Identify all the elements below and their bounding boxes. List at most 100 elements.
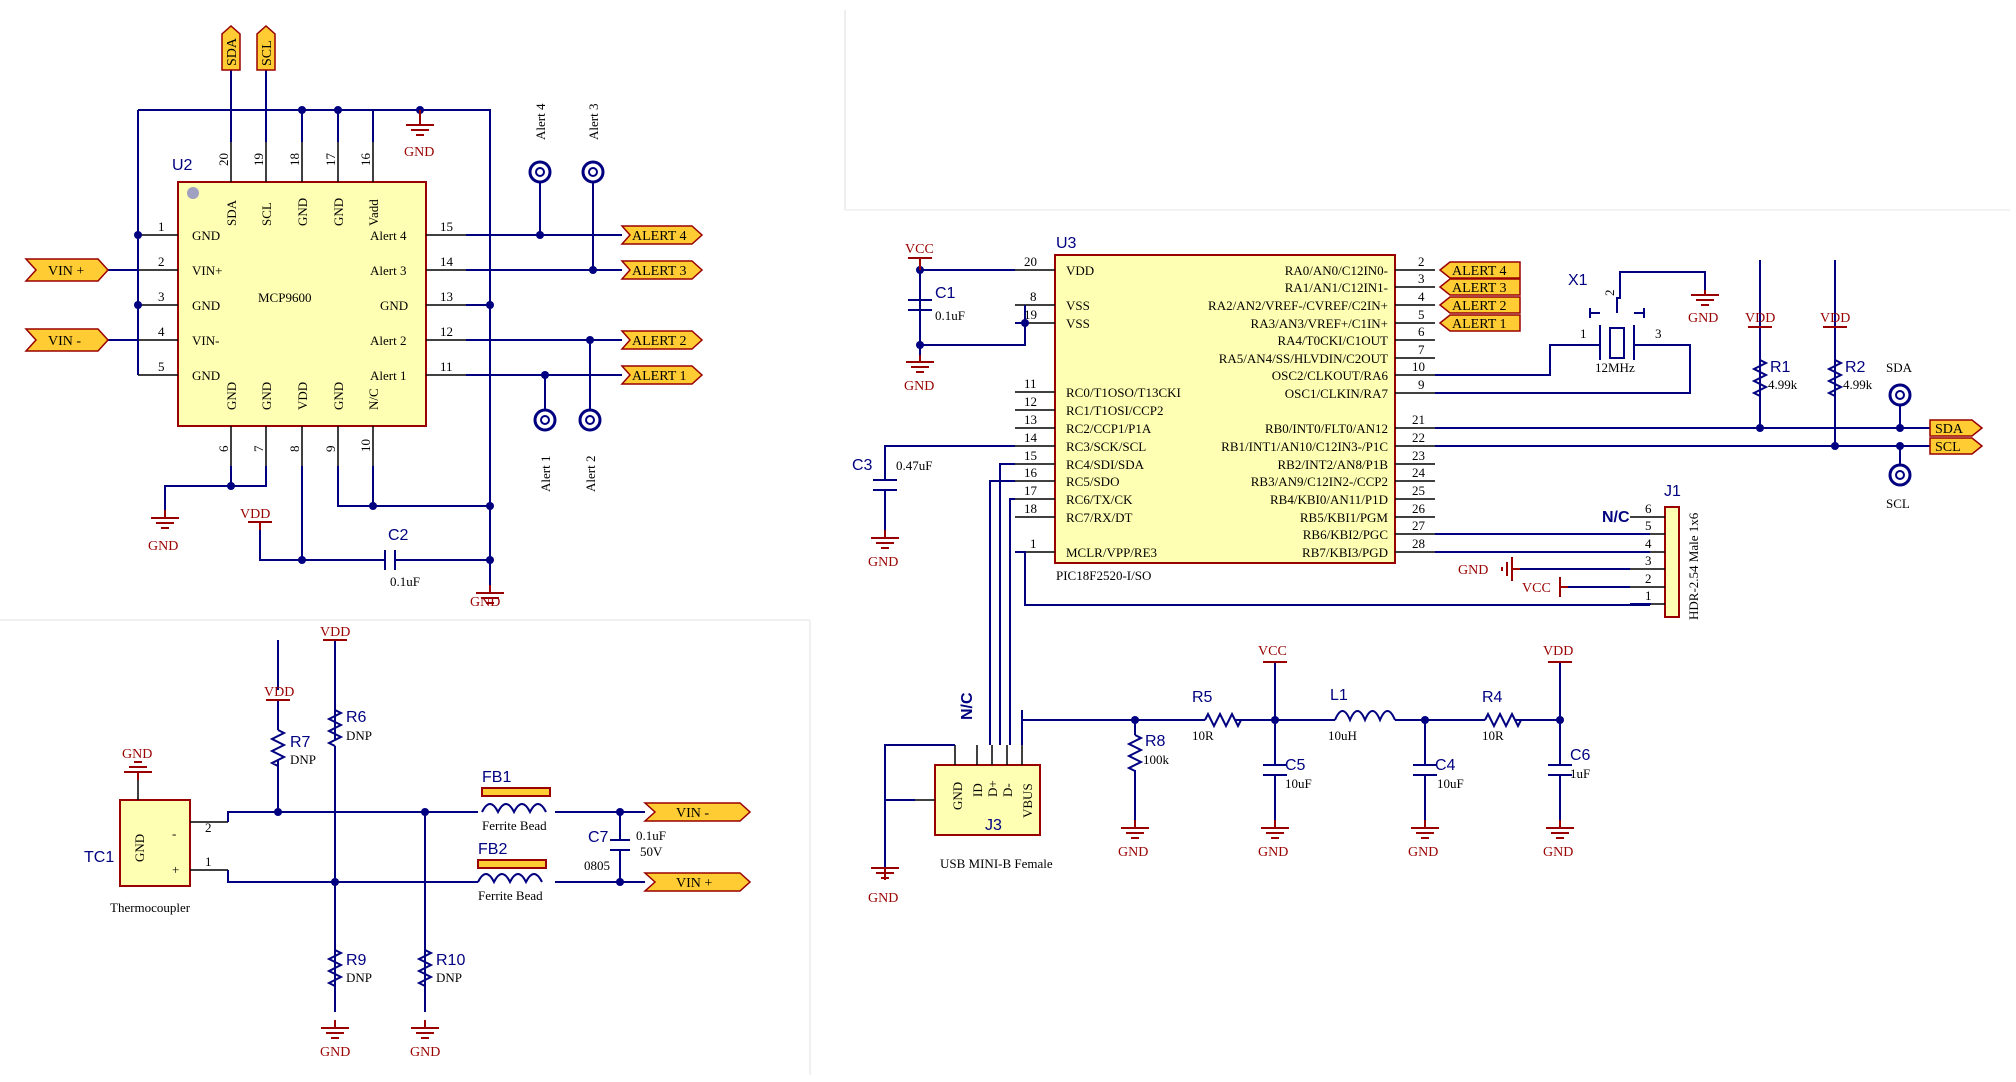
testpoint-scl: SCL [1886, 463, 1912, 511]
u3-body [1054, 254, 1396, 564]
port-scl-u3: SCL [1929, 437, 1984, 455]
svg-text:17: 17 [1024, 483, 1038, 498]
svg-text:RB1/INT1/AN10/C12IN3-/P1C: RB1/INT1/AN10/C12IN3-/P1C [1221, 439, 1388, 454]
svg-text:RA4/T0CKI/C1OUT: RA4/T0CKI/C1OUT [1278, 333, 1389, 348]
svg-text:14: 14 [1024, 430, 1038, 445]
j3-wires [884, 719, 1135, 880]
svg-text:VDD: VDD [264, 685, 294, 700]
svg-text:D-: D- [1000, 783, 1015, 797]
port-vin-plus-u2: VIN + [24, 258, 110, 282]
svg-text:RA3/AN3/VREF+/C1IN+: RA3/AN3/VREF+/C1IN+ [1251, 316, 1388, 331]
u2-pin13-num: 13 [440, 289, 453, 304]
svg-text:DNP: DNP [346, 728, 372, 743]
u3-junctions [916, 266, 1904, 450]
u2-pin18-num: 18 [287, 153, 302, 166]
svg-text:SCL: SCL [1886, 496, 1910, 511]
svg-text:1: 1 [1645, 588, 1652, 603]
svg-text:1: 1 [1030, 536, 1037, 551]
u2-pin19-num: 19 [251, 153, 266, 166]
svg-text:RC3/SCK/SCL: RC3/SCK/SCL [1066, 439, 1146, 454]
u2-pin4-num: 4 [158, 324, 165, 339]
gnd-u2-top: GND [404, 110, 434, 160]
u2-pin-vadd: Vadd [366, 199, 381, 226]
svg-text:C6: C6 [1570, 747, 1591, 764]
svg-text:-: - [172, 826, 176, 841]
u2-pin-alert3: Alert 3 [370, 263, 406, 278]
svg-text:DNP: DNP [346, 970, 372, 985]
svg-text:GND: GND [132, 834, 147, 862]
tc1-thermocouple: TC1 Thermocoupler GND - + 2 1 [84, 780, 228, 915]
u2-pin-scl: SCL [259, 202, 274, 226]
gnd-c1: GND [904, 345, 934, 394]
svg-text:VCC: VCC [1258, 644, 1287, 659]
svg-text:2: 2 [1418, 254, 1425, 269]
u2-pin-gnd7: GND [259, 382, 274, 410]
svg-text:FB1: FB1 [482, 769, 511, 786]
filter-junctions [1131, 716, 1564, 724]
svg-text:1: 1 [205, 854, 212, 869]
u2-pin3-num: 3 [158, 289, 165, 304]
svg-text:VIN +: VIN + [676, 876, 712, 891]
usb-j3: GND ID D+ D- VBUS J3 USB MINI-B Female N… [915, 692, 1053, 871]
svg-text:TC1: TC1 [84, 849, 114, 866]
svg-text:3: 3 [1418, 271, 1425, 286]
port-alert3-u2: ALERT 3 [620, 260, 704, 280]
svg-text:J1: J1 [1664, 483, 1681, 500]
svg-text:5: 5 [1418, 307, 1425, 322]
u2-pin-sda: SDA [224, 199, 239, 226]
svg-text:GND: GND [1258, 845, 1288, 860]
svg-text:GND: GND [1458, 563, 1488, 578]
svg-text:Alert 3: Alert 3 [586, 104, 601, 140]
u2-pin-alert1: Alert 1 [370, 368, 406, 383]
svg-text:DNP: DNP [436, 970, 462, 985]
svg-text:RC4/SDI/SDA: RC4/SDI/SDA [1066, 457, 1145, 472]
vdd-filter: VDD [1543, 644, 1573, 663]
u2-pin5-num: 5 [158, 359, 165, 374]
svg-text:C4: C4 [1435, 757, 1456, 774]
u2-pin17-num: 17 [323, 153, 338, 167]
svg-text:15: 15 [1024, 448, 1037, 463]
u2-pin-gnd18: GND [295, 198, 310, 226]
svg-text:C1: C1 [935, 285, 956, 302]
port-sda-u3: SDA [1929, 419, 1984, 437]
u2-pin-vinm: VIN- [192, 333, 219, 348]
testpoint-alert1: Alert 1 [533, 405, 557, 492]
svg-text:1: 1 [1580, 326, 1587, 341]
svg-text:GND: GND [950, 782, 965, 810]
svg-text:10uF: 10uF [1285, 776, 1312, 791]
resistor-r7: VDD R7 DNP [264, 685, 316, 790]
svg-text:PIC18F2520-I/SO: PIC18F2520-I/SO [1056, 568, 1151, 583]
svg-text:C2: C2 [388, 527, 409, 544]
svg-text:Alert 2: Alert 2 [583, 456, 598, 492]
u2-pin-gnd9: GND [331, 382, 346, 410]
port-scl-u2-label: SCL [260, 40, 275, 66]
testpoint-alert2: Alert 2 [578, 405, 602, 492]
svg-text:J3: J3 [985, 817, 1002, 834]
port-vin-minus-tc: VIN - [643, 802, 752, 822]
svg-text:OSC1/CLKIN/RA7: OSC1/CLKIN/RA7 [1285, 386, 1389, 401]
svg-text:24: 24 [1412, 465, 1426, 480]
svg-text:25: 25 [1412, 483, 1425, 498]
svg-text:GND: GND [148, 539, 178, 554]
u2-pin-gnd13: GND [380, 298, 408, 313]
port-alert3-u3: ALERT 3 [1438, 278, 1521, 296]
testpoint-sda: SDA [1886, 360, 1913, 407]
resistor-r1: VDD R1 4.99k [1745, 311, 1798, 397]
svg-text:VDD: VDD [1066, 263, 1094, 278]
svg-text:3: 3 [1655, 326, 1662, 341]
svg-text:RC0/T1OSO/T13CKI: RC0/T1OSO/T13CKI [1066, 385, 1181, 400]
u2-pin20-num: 20 [216, 153, 231, 166]
svg-text:GND: GND [1408, 845, 1438, 860]
u2-pin-alert4: Alert 4 [370, 228, 407, 243]
port-sda-u2-label: SDA [225, 37, 240, 66]
u2-pin14-num: 14 [440, 254, 454, 269]
u2-pin-alert2: Alert 2 [370, 333, 406, 348]
svg-text:USB MINI-B Female: USB MINI-B Female [940, 856, 1053, 871]
svg-text:6: 6 [1418, 324, 1425, 339]
svg-text:N/C: N/C [959, 692, 976, 720]
svg-text:10uH: 10uH [1328, 728, 1357, 743]
u3-right-pin-names: RA0/AN0/C12IN0- RA1/AN1/C12IN1- RA2/AN2/… [1208, 263, 1388, 560]
svg-text:0.1uF: 0.1uF [935, 308, 965, 323]
svg-text:SCL: SCL [1935, 440, 1961, 455]
